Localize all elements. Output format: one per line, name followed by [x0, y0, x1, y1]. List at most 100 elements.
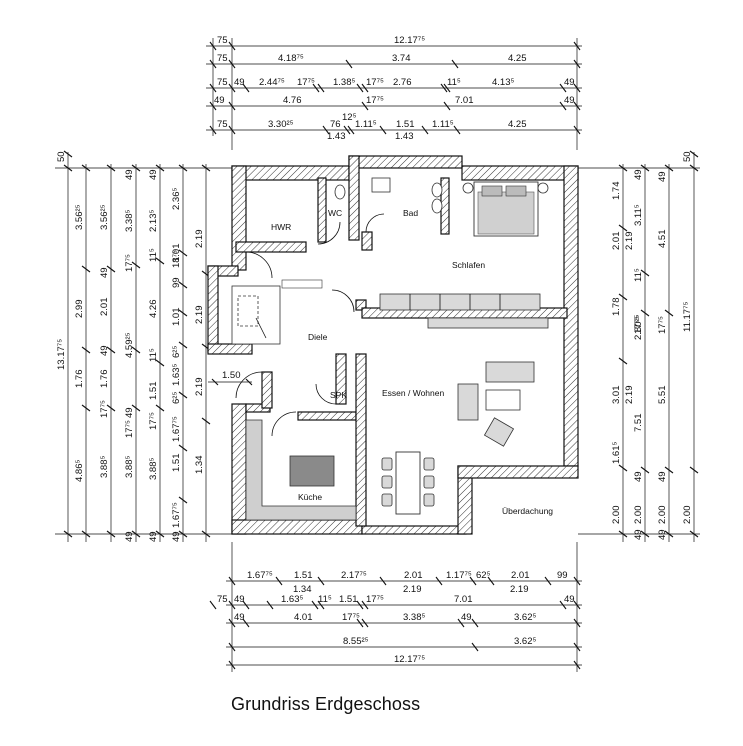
dim-right-2g: 49 — [633, 471, 644, 482]
dim-left-6i: 1.67⁷⁵ — [171, 416, 182, 442]
dim-left-3a: 3.56²⁵ — [99, 204, 110, 230]
dim-top-4e: 49 — [564, 95, 575, 106]
dim-right-2d: 2.80²⁵ — [633, 314, 644, 340]
dim-right-1f: 2.19 — [624, 386, 635, 405]
dim-left-7a: 2.19 — [194, 230, 205, 249]
dim-right-1g: 1.61⁵ — [611, 442, 622, 464]
right-dimension-chains: 1.74 2.01 2.19 1.78 3.01 2.19 1.61⁵ 2.00… — [578, 150, 700, 542]
dim-right-2h: 2.00 — [633, 506, 644, 525]
dim-top-3c: 2.44⁷⁵ — [259, 77, 285, 88]
dim-right-2e: 17⁷⁵ — [633, 316, 644, 334]
dim-left-4e: 49 — [124, 407, 135, 418]
dim-right-2b: 3.11⁵ — [633, 204, 644, 226]
dim-left-5c: 11⁵ — [148, 248, 159, 262]
dim-right-1d: 1.78 — [611, 298, 622, 317]
dim-left-7b: 2.19 — [194, 306, 205, 325]
dim-left-7d: 1.34 — [194, 456, 205, 475]
plan-caption: Grundriss Erdgeschoss — [231, 694, 421, 714]
room-labels: HWR WC Bad Schlafen Diele SPK Essen / Wo… — [222, 208, 553, 516]
room-label-schlafen: Schlafen — [452, 260, 485, 270]
dim-right-3f: 2.00 — [657, 506, 668, 525]
dim-top-3f: 17⁷⁵ — [366, 77, 384, 88]
dim-bottom-3b: 49 — [234, 594, 245, 605]
dim-bottom-3g: 7.01 — [454, 594, 473, 605]
dim-left-6k: 1.67⁷⁵ — [171, 502, 182, 528]
dim-top-4b: 4.76 — [283, 95, 302, 106]
dim-left-6a: 2.36⁵ — [171, 188, 182, 210]
dim-right-1e: 3.01 — [611, 386, 622, 405]
dim-right-4c: 2.00 — [682, 506, 693, 525]
dim-left-7c: 2.19 — [194, 378, 205, 397]
dim-bottom-3a: 75 — [217, 594, 228, 605]
room-label-bad: Bad — [403, 208, 418, 218]
dim-top-5f: 1.51 — [396, 119, 415, 130]
dim-left-1a: 50 — [56, 151, 67, 162]
dim-bottom-1f: 62⁵ — [476, 570, 491, 581]
dim-entrance-width: 1.50 — [222, 370, 241, 381]
dim-top-5e: 1.11⁵ — [355, 119, 377, 130]
dim-top-2d: 4.25 — [508, 53, 527, 64]
toilet-wc — [334, 184, 346, 200]
dim-right-3a: 49 — [657, 171, 668, 182]
wardrobe — [379, 293, 541, 311]
dim-right-2i: 49 — [633, 529, 644, 540]
dim-right-1b: 2.01 — [611, 232, 622, 251]
dim-left-3c: 1.76 — [99, 370, 110, 389]
dim-left-5f: 1.51 — [148, 382, 159, 401]
dim-right-1h: 2.00 — [611, 506, 622, 525]
dim-right-1c: 2.19 — [624, 232, 635, 251]
dim-left-6e: 1.01 — [171, 308, 182, 327]
armchair — [483, 417, 515, 447]
dim-left-6j: 1.51 — [171, 454, 182, 473]
dim-right-2a: 49 — [633, 169, 644, 180]
dim-left-6h: 6²⁵ — [171, 392, 182, 404]
room-label-spk: SPK — [330, 390, 347, 400]
dim-left-4g: 49 — [124, 531, 135, 542]
dim-left-4c: 17⁷⁵ — [124, 254, 135, 272]
dim-left-3f: 49 — [99, 345, 110, 356]
dim-bottom-1b: 1.51 — [294, 570, 313, 581]
dim-top-5d: 12⁵ — [342, 112, 357, 123]
left-dimension-chains: 50 13.17⁷⁵ 3.56²⁵ 2.99 1.76 4.86⁵ 3.56²⁵… — [55, 150, 232, 542]
dim-top-5j: 1.43 — [395, 131, 414, 142]
room-label-diele: Diele — [308, 332, 328, 342]
room-label-hwr: HWR — [271, 222, 291, 232]
dim-bottom-1h: 99 — [557, 570, 568, 581]
dim-bottom-3c: 1.63⁵ — [281, 594, 303, 605]
dim-top-5c: 76 — [330, 119, 341, 130]
dim-top-3j: 49 — [564, 77, 575, 88]
dim-bottom-3d: 11⁵ — [318, 594, 332, 605]
dim-bottom-4c: 17⁷⁵ — [342, 612, 360, 623]
dim-left-6f: 6²⁵ — [171, 346, 182, 358]
dim-top-2a: 75 — [217, 53, 228, 64]
dim-top-5g: 1.11⁵ — [432, 119, 454, 130]
dim-right-3b: 4.51 — [657, 230, 668, 249]
toilet-bad — [371, 177, 391, 193]
dim-bottom-4a: 49 — [234, 612, 245, 623]
dim-bottom-4f: 3.62⁵ — [514, 612, 536, 623]
dim-top-5b: 3.30²⁵ — [268, 119, 294, 130]
room-label-kueche: Küche — [298, 492, 322, 502]
furniture — [208, 177, 549, 521]
dim-bottom-3h: 49 — [564, 594, 575, 605]
dim-left-2a: 3.56²⁵ — [74, 204, 85, 230]
coffee-table — [485, 389, 521, 411]
dim-bottom-3f: 17⁷⁵ — [366, 594, 384, 605]
dim-bottom-6a: 12.17⁷⁵ — [394, 654, 425, 665]
dim-top-3h: 11⁵ — [447, 77, 461, 88]
dim-right-2f: 7.51 — [633, 414, 644, 433]
dim-left-2d: 4.86⁵ — [74, 460, 85, 482]
dim-left-1b: 13.17⁷⁵ — [56, 339, 67, 370]
dim-left-5e: 11⁵ — [148, 348, 159, 362]
dim-left-3d: 3.88⁵ — [99, 456, 110, 478]
dim-bottom-2c: 2.19 — [510, 584, 529, 595]
dim-left-2c: 1.76 — [74, 370, 85, 389]
dining-table — [395, 451, 421, 515]
dim-left-4d: 4.59²⁵ — [124, 332, 135, 358]
dim-left-5a: 49 — [148, 169, 159, 180]
dim-top-2c: 3.74 — [392, 53, 411, 64]
dim-top-3e: 1.38⁵ — [333, 77, 355, 88]
dim-top-4d: 7.01 — [455, 95, 474, 106]
dim-bottom-1c: 2.17⁷⁵ — [341, 570, 367, 581]
